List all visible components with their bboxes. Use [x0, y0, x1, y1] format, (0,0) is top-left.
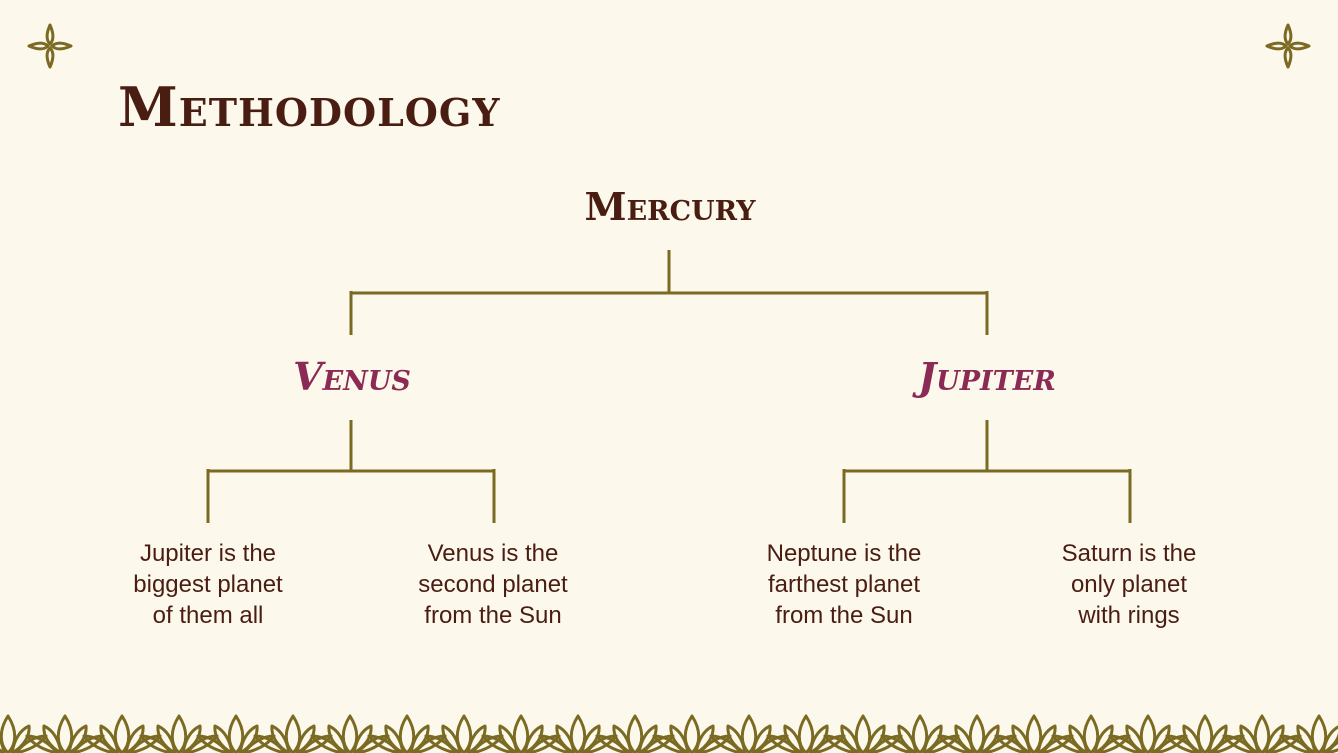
lotus-icon — [766, 714, 846, 753]
child-node-label-jupiter: Jupiter — [918, 354, 1056, 399]
lotus-icon — [994, 714, 1074, 753]
lotus-icon — [1051, 714, 1131, 753]
leaf-line: of them all — [152, 602, 264, 629]
lotus-icon — [253, 714, 333, 753]
lotus-icon — [82, 714, 162, 753]
lotus-icon — [367, 714, 447, 753]
lotus-icon — [196, 714, 276, 753]
lotus-icon — [1165, 714, 1245, 753]
leaf-description: Venus is the second planet from the Sun — [363, 538, 623, 631]
lotus-icon — [424, 714, 504, 753]
leaf-line: Saturn is the — [1061, 540, 1197, 567]
lotus-icon — [538, 714, 618, 753]
lotus-icon — [1108, 714, 1188, 753]
lotus-icon — [310, 714, 390, 753]
leaf-line: second planet — [418, 571, 568, 598]
leaf-description: Neptune is the farthest planet from the … — [714, 538, 974, 631]
root-node-label: Mercury — [584, 184, 756, 229]
leaf-description: Jupiter is the biggest planet of them al… — [78, 538, 338, 631]
lotus-icon — [139, 714, 219, 753]
leaf-line: Jupiter is the — [139, 540, 277, 567]
four-point-star-icon — [1265, 23, 1311, 69]
lotus-icon — [25, 714, 105, 753]
lotus-icon — [652, 714, 732, 753]
leaf-line: Venus is the — [427, 540, 559, 567]
lotus-icon — [595, 714, 675, 753]
leaf-line: with rings — [1078, 602, 1180, 629]
leaf-line: Neptune is the — [766, 540, 922, 567]
lotus-icon — [937, 714, 1017, 753]
lotus-icon — [823, 714, 903, 753]
lotus-icon — [709, 714, 789, 753]
lotus-border — [0, 714, 1338, 753]
lotus-icon — [481, 714, 561, 753]
page-title: Methodology — [118, 75, 501, 139]
leaf-line: farthest planet — [767, 571, 921, 598]
leaf-line: from the Sun — [424, 602, 562, 629]
leaf-line: from the Sun — [775, 602, 913, 629]
lotus-icon — [880, 714, 960, 753]
lotus-icon — [1222, 714, 1302, 753]
lotus-icon — [1279, 714, 1338, 753]
four-point-star-icon — [27, 23, 73, 69]
leaf-line: biggest planet — [133, 571, 283, 598]
leaf-description: Saturn is the only planet with rings — [999, 538, 1259, 631]
child-node-label-venus: Venus — [293, 354, 411, 399]
leaf-line: only planet — [1070, 571, 1188, 598]
